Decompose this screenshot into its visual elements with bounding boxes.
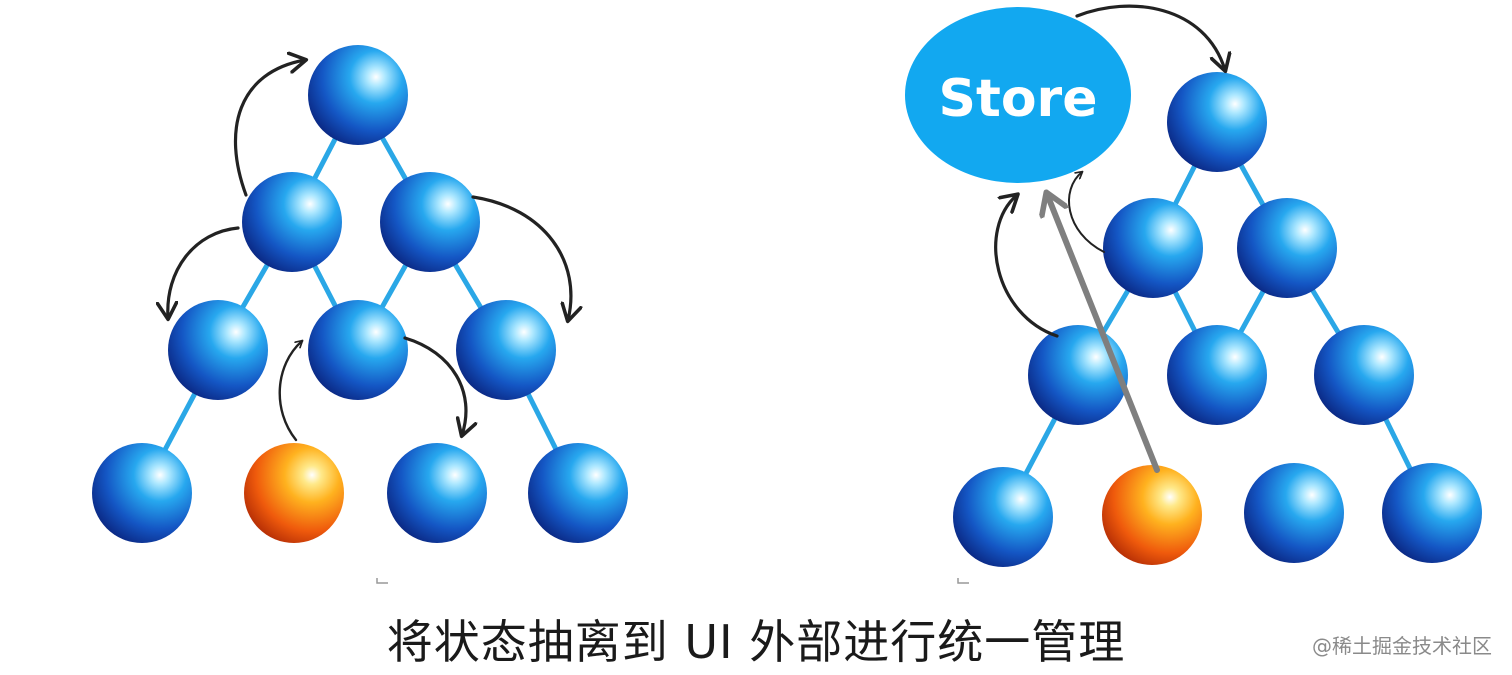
right-l2-node-1	[1028, 325, 1128, 425]
left-l1-node-2	[380, 172, 480, 272]
right-tree-edges	[1000, 119, 1435, 520]
left-tree	[92, 45, 628, 543]
right-l3-node-1	[953, 467, 1053, 567]
right-l1-node-2	[1237, 198, 1337, 298]
left-l3-node-3	[387, 443, 487, 543]
store-label: Store	[939, 69, 1098, 129]
right-tree: Store	[905, 4, 1482, 567]
arrow-down-right	[471, 195, 571, 320]
arrow-l1-to-store	[1068, 172, 1105, 253]
right-tree-arrows	[994, 4, 1225, 338]
left-root-node	[308, 45, 408, 145]
left-tree-arrows	[168, 60, 571, 442]
right-l2-node-3	[1314, 325, 1414, 425]
left-changed-node	[244, 443, 344, 543]
arrow-orange-up	[278, 341, 302, 442]
right-tick-mark	[957, 578, 969, 584]
arrow-changed-to-store	[1047, 194, 1160, 473]
arrow-store-to-root	[1075, 4, 1225, 70]
arrow-down-left	[168, 226, 240, 318]
arrow-node-to-store	[994, 195, 1059, 338]
diagram-caption: 将状态抽离到 UI 外部进行统一管理	[386, 615, 1126, 669]
right-l1-node-1	[1103, 198, 1203, 298]
left-l2-node-2	[308, 300, 408, 400]
left-l2-node-1	[168, 300, 268, 400]
right-root-node	[1167, 72, 1267, 172]
right-l3-node-3	[1244, 463, 1344, 563]
left-l3-node-1	[92, 443, 192, 543]
right-l2-node-2	[1167, 325, 1267, 425]
store-ellipse: Store	[905, 7, 1131, 183]
right-changed-node	[1102, 465, 1202, 565]
watermark: @稀土掘金技术社区	[1312, 634, 1492, 658]
left-tree-edges	[139, 92, 581, 496]
left-l1-node-1	[242, 172, 342, 272]
arrow-to-root	[233, 60, 305, 197]
right-l3-node-4	[1382, 463, 1482, 563]
left-l2-node-3	[456, 300, 556, 400]
left-l3-node-4	[528, 443, 628, 543]
left-tick-mark	[376, 578, 388, 584]
arrow-mid-down	[403, 336, 466, 435]
